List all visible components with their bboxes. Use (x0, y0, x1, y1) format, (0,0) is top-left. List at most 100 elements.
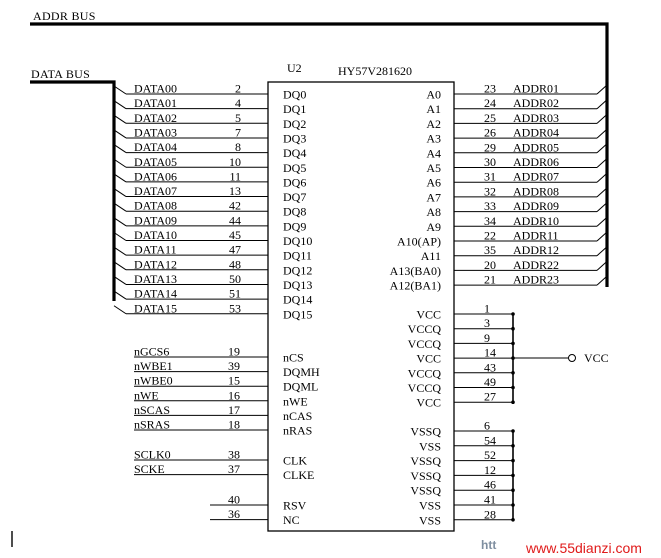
data-pin-number: 7 (235, 125, 241, 139)
ctrl-net-label: nWBE1 (134, 359, 173, 373)
data-bus-entry (113, 85, 127, 95)
addr-bus-entry (596, 187, 608, 198)
data-bus-entry (113, 100, 127, 110)
addr-bus-entry (596, 158, 608, 168)
data-bus-label: DATA BUS (31, 67, 90, 81)
data-pin-number: 48 (229, 257, 241, 271)
ctrl-net-label: nSRAS (134, 418, 170, 432)
data-bus-entry (113, 173, 127, 183)
addr-pin-number: 26 (484, 126, 496, 140)
addr-net-label: ADDR22 (513, 258, 559, 272)
data-bus-entry (113, 276, 127, 285)
data-bus-entry (113, 129, 127, 139)
data-net-label: DATA04 (134, 140, 177, 154)
data-pin-number: 10 (229, 155, 241, 169)
data-bus-entry (113, 144, 127, 154)
addr-net-label: ADDR10 (513, 214, 559, 228)
ground-pin-name: VSS (419, 439, 441, 453)
addr-pin-name: A3 (426, 132, 441, 146)
addr-pin-number: 32 (484, 184, 496, 198)
addr-bus-entry (596, 216, 608, 227)
ctrl-pin-name: nRAS (283, 424, 312, 438)
ctrl-pin-number: 16 (228, 388, 240, 402)
ctrl-pin-number: 39 (228, 359, 240, 373)
ground-pin-number: 6 (484, 419, 490, 433)
ctrl-pin-number: 17 (228, 403, 240, 417)
watermark-text: www.55dianzi.com (525, 540, 642, 556)
power-pin-number: 3 (484, 316, 490, 330)
ground-pin-name: VSSQ (410, 469, 441, 483)
data-net-label: DATA10 (134, 228, 177, 242)
data-bus-entry (113, 188, 127, 197)
data-pin-number: 4 (235, 96, 241, 110)
ground-pin-number: 41 (484, 493, 496, 507)
addr-bus-entry (596, 202, 608, 212)
addr-bus-entry (596, 128, 608, 139)
data-pin-name: DQ1 (283, 102, 306, 116)
addr-bus-entry (596, 99, 608, 110)
clk-net-label: SCLK0 (134, 448, 171, 462)
addr-pin-name: A4 (426, 146, 441, 160)
clk-pin-number: 38 (228, 448, 240, 462)
chip-part-number: HY57V281620 (338, 64, 412, 78)
addr-pin-name: A1 (426, 102, 441, 116)
addr-pin-name: A6 (426, 176, 441, 190)
data-pin-name: DQ8 (283, 205, 306, 219)
addr-pin-name: A8 (426, 205, 441, 219)
data-bus-entry (113, 305, 127, 315)
data-pin-name: DQ13 (283, 278, 312, 292)
data-bus-entry (113, 246, 127, 256)
ctrl-pin-name: nCS (283, 351, 304, 365)
clk-pin-number: 37 (228, 462, 240, 476)
addr-pin-name: A7 (426, 190, 441, 204)
clk-pin-name: CLK (283, 454, 307, 468)
data-net-label: DATA09 (134, 213, 177, 227)
addr-net-label: ADDR23 (513, 273, 559, 287)
power-pin-number: 14 (484, 346, 496, 360)
ctrl-net-label: nWE (134, 388, 159, 402)
chip-ref: U2 (287, 61, 302, 75)
misc-pin-name: NC (283, 513, 300, 527)
data-pin-name: DQ15 (283, 307, 312, 321)
data-pin-number: 53 (229, 301, 241, 315)
addr-net-label: ADDR11 (513, 229, 559, 243)
data-net-label: DATA00 (134, 82, 177, 96)
addr-bus-entry (596, 143, 608, 154)
addr-pin-name: A9 (426, 220, 441, 234)
data-net-label: DATA07 (134, 184, 177, 198)
power-pin-number: 1 (484, 302, 490, 316)
data-pin-number: 8 (235, 140, 241, 154)
ctrl-net-label: nSCAS (134, 403, 170, 417)
data-net-label: DATA11 (134, 243, 177, 257)
data-pin-name: DQ0 (283, 88, 306, 102)
addr-pin-number: 24 (484, 96, 496, 110)
ctrl-pin-number: 19 (228, 345, 240, 359)
addr-bus-entry (596, 231, 608, 242)
clk-pin-name: CLKE (283, 468, 314, 482)
watermark-logo: htt (481, 538, 496, 552)
ground-pin-number: 28 (484, 507, 496, 521)
data-pin-number: 51 (229, 287, 241, 301)
addr-pin-number: 20 (484, 258, 496, 272)
data-pin-number: 42 (229, 199, 241, 213)
power-pin-name: VCCQ (408, 322, 442, 336)
data-pin-number: 13 (229, 184, 241, 198)
ctrl-pin-name: nCAS (283, 409, 312, 423)
ground-pin-name: VSSQ (410, 454, 441, 468)
data-net-label: DATA02 (134, 111, 177, 125)
addr-net-label: ADDR04 (513, 126, 559, 140)
power-pin-number: 49 (484, 375, 496, 389)
vcc-net-label: VCC (584, 351, 609, 365)
ctrl-pin-name: DQMH (283, 365, 320, 379)
data-pin-number: 2 (235, 82, 241, 96)
vcc-terminal-icon (568, 354, 576, 362)
addr-bus-entry (596, 261, 608, 271)
misc-pin-number: 36 (228, 507, 240, 521)
addr-pin-number: 33 (484, 199, 496, 213)
data-bus-entry (113, 261, 127, 271)
